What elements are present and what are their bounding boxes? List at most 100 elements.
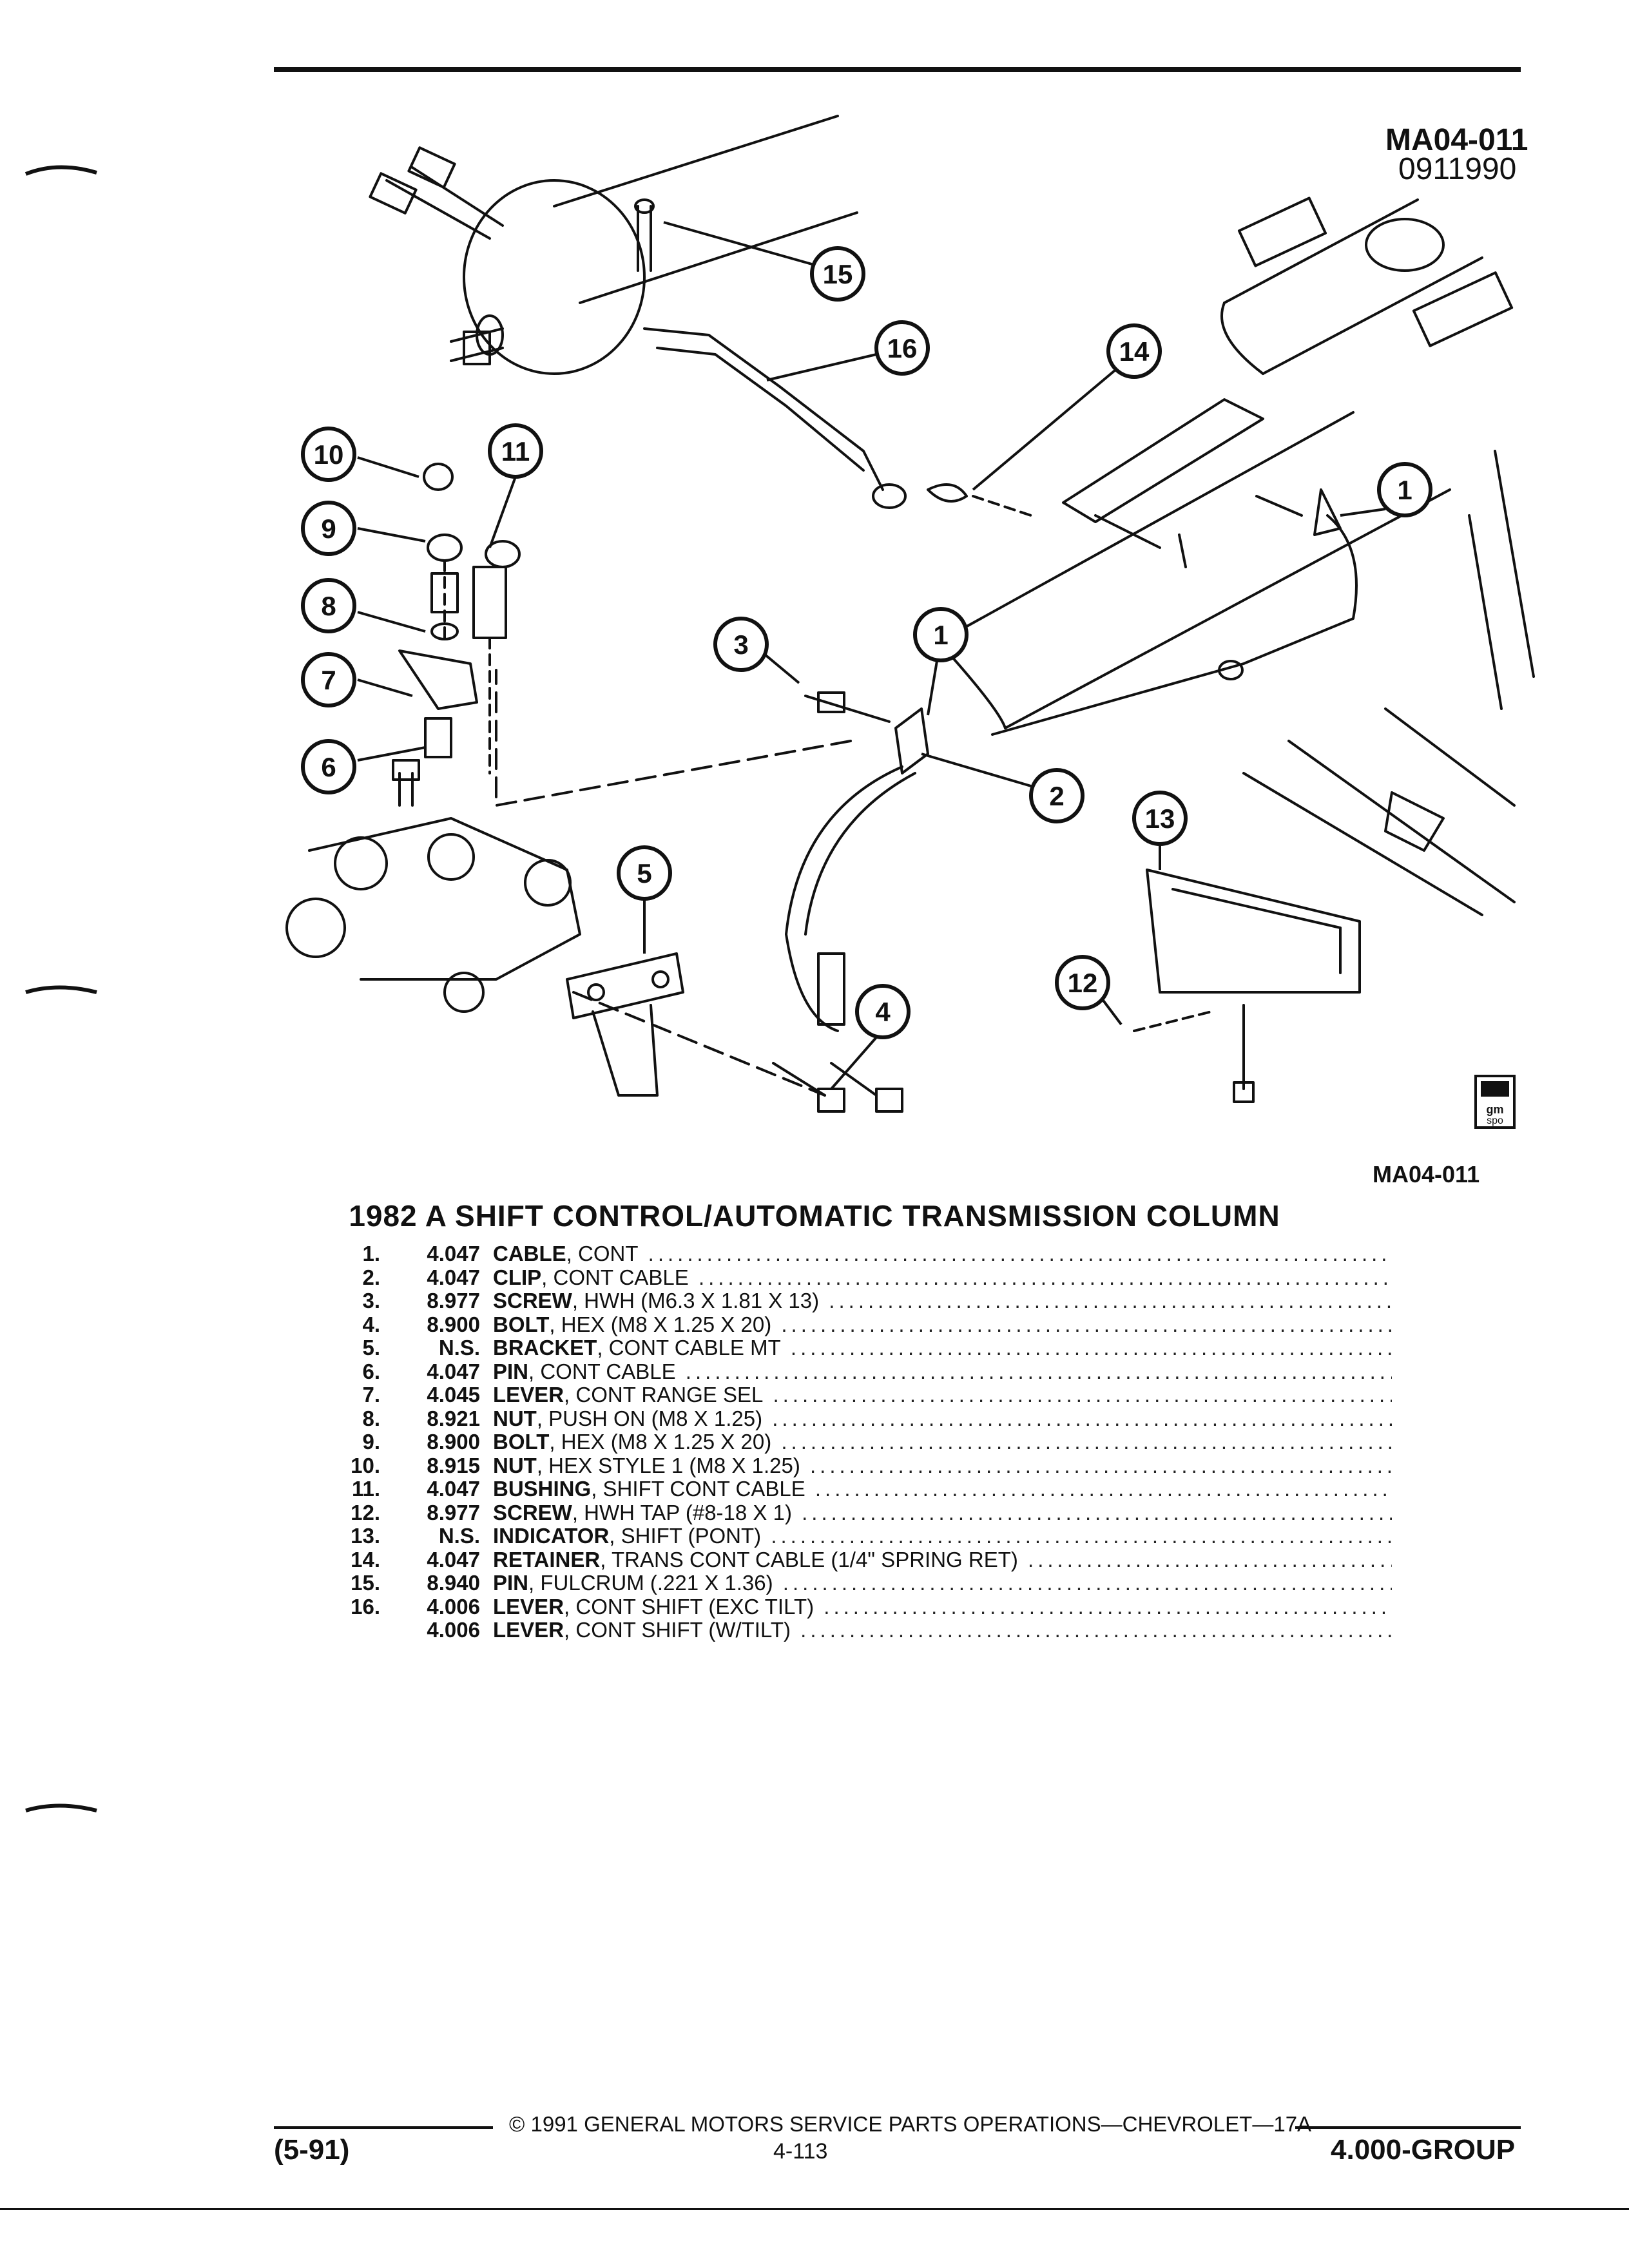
margin-marks: [24, 165, 97, 1812]
callout-markers: 15 16 14 1 1 3 2 13 5 4 12 10 11 9 8 7 6: [301, 246, 1432, 1039]
part-detail: , HWH TAP (#8-18 X 1): [572, 1501, 792, 1524]
part-detail: , HWH (M6.3 X 1.81 X 13): [572, 1289, 820, 1312]
parts-list: 1. 4.047 CABLE, CONT .....................…: [335, 1242, 1392, 1642]
part-name: RETAINER: [493, 1548, 601, 1571]
callout-9: 9: [301, 501, 356, 556]
callout-11: 11: [488, 423, 543, 479]
part-row: 13.N.S.INDICATOR, SHIFT (PONT) .........…: [335, 1524, 1392, 1548]
svg-text:10: 10: [314, 439, 344, 470]
group-number: 4.006: [427, 1618, 480, 1642]
part-detail: , CONT: [566, 1242, 639, 1265]
leader-dots: ........................................…: [829, 1289, 1392, 1312]
part-number: 12.: [351, 1500, 380, 1524]
part-number: 16.: [351, 1594, 380, 1619]
group-number: 8.977: [427, 1289, 480, 1312]
leader-dots: ........................................…: [698, 1265, 1392, 1289]
leader-dots: ........................................…: [815, 1477, 1392, 1501]
part-number: 1.: [362, 1242, 380, 1265]
callout-15: 15: [810, 246, 865, 302]
part-description: PIN, FULCRUM (.221 X 1.36) .............…: [493, 1571, 1392, 1595]
part-description: BOLT, HEX (M8 X 1.25 X 20) .............…: [493, 1313, 1392, 1337]
group-number: 4.047: [427, 1477, 480, 1501]
part-detail: , CONT CABLE: [528, 1360, 676, 1383]
part-name: CABLE: [493, 1242, 566, 1265]
group-number: N.S.: [438, 1336, 480, 1360]
part-name: LEVER: [493, 1595, 564, 1619]
part-number: 2.: [362, 1265, 380, 1289]
part-number: 8.: [362, 1406, 380, 1430]
svg-text:14: 14: [1119, 336, 1150, 367]
part-description: BUSHING, SHIFT CONT CABLE ..............…: [493, 1477, 1392, 1501]
svg-text:6: 6: [321, 752, 336, 782]
callout-4: 4: [855, 984, 911, 1039]
page-number: 4-113: [773, 2139, 828, 2164]
callout-7: 7: [301, 652, 356, 707]
part-detail: , HEX STYLE 1 (M8 X 1.25): [536, 1454, 800, 1477]
svg-text:15: 15: [823, 259, 853, 289]
part-number: 13.: [351, 1524, 380, 1548]
group-number: 4.045: [427, 1383, 480, 1407]
part-name: PIN: [493, 1360, 529, 1383]
group-number: 4.047: [427, 1265, 480, 1289]
leader-dots: ........................................…: [685, 1360, 1392, 1383]
part-detail: , TRANS CONT CABLE (1/4" SPRING RET): [600, 1548, 1018, 1571]
shift-lever: [643, 327, 884, 491]
part-name: LEVER: [493, 1619, 564, 1642]
part-name: CLIP: [493, 1265, 542, 1289]
leader-dots: ........................................…: [782, 1571, 1392, 1595]
part-description: INDICATOR, SHIFT (PONT) ................…: [493, 1524, 1392, 1548]
cable-bracket: [894, 707, 929, 774]
callout-3: 3: [713, 617, 769, 672]
footer-rule-right: [1295, 2126, 1521, 2129]
main-steering-column: [933, 411, 1451, 729]
figure-code-bottom: MA04-011: [1373, 1161, 1480, 1187]
group-number: 4.047: [427, 1242, 480, 1265]
group-number: 4.047: [427, 1547, 480, 1571]
svg-text:13: 13: [1145, 803, 1175, 834]
part-detail: , PUSH ON (M8 X 1.25): [536, 1407, 763, 1430]
part-number: 4.: [362, 1312, 380, 1336]
leader-dots: ........................................…: [773, 1383, 1392, 1407]
leader-dots: ........................................…: [1028, 1548, 1392, 1571]
shift-indicator: [1146, 869, 1361, 994]
shift-cable: [991, 514, 1358, 736]
part-row: 5.N.S.BRACKET, CONT CABLE MT ...........…: [335, 1336, 1392, 1360]
part-name: NUT: [493, 1454, 537, 1477]
callout-6: 6: [301, 739, 356, 794]
group-number: 8.900: [427, 1430, 480, 1454]
gm-spo-logo: gm spo: [1474, 1075, 1516, 1129]
part-detail: , HEX (M8 X 1.25 X 20): [549, 1430, 772, 1454]
part-description: CABLE, CONT ............................…: [493, 1242, 1392, 1266]
part-name: BUSHING: [493, 1477, 592, 1501]
svg-text:1: 1: [1397, 475, 1412, 505]
exploded-parts-diagram: 15 16 14 1 1 3 2 13 5 4 12 10 11 9 8 7 6…: [285, 115, 1535, 1129]
part-description: BRACKET, CONT CABLE MT .................…: [493, 1336, 1392, 1360]
part-detail: , HEX (M8 X 1.25 X 20): [549, 1312, 772, 1336]
part-detail: , CONT RANGE SEL: [564, 1383, 764, 1407]
part-description: NUT, HEX STYLE 1 (M8 X 1.25) ...........…: [493, 1454, 1392, 1478]
steering-column-upper: [553, 115, 858, 304]
figure-code-top: MA04-011: [1385, 123, 1528, 157]
leader-dots: ........................................…: [790, 1336, 1392, 1360]
svg-text:12: 12: [1068, 968, 1098, 998]
group-label: 4.000-GROUP: [1331, 2134, 1516, 2166]
leader-dots: ........................................…: [824, 1595, 1392, 1619]
svg-text:gm: gm: [1487, 1103, 1504, 1116]
group-number: 8.977: [427, 1500, 480, 1524]
part-number: 9.: [362, 1430, 380, 1454]
range-selector-lever: [398, 649, 478, 710]
revision-date: (5-91): [274, 2134, 350, 2166]
svg-text:4: 4: [875, 997, 891, 1027]
part-number: 15.: [351, 1571, 380, 1595]
svg-text:9: 9: [321, 514, 336, 544]
group-number: 8.900: [427, 1312, 480, 1336]
leader-dots: ........................................…: [800, 1619, 1392, 1642]
mounting-bracket: [566, 952, 684, 1019]
